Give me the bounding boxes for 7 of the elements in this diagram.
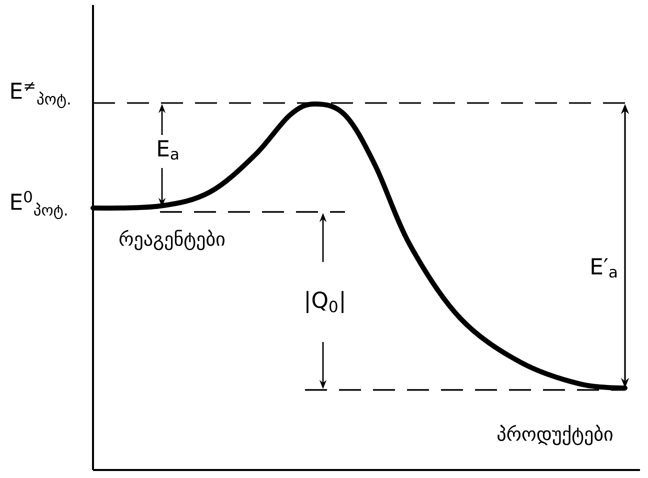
energy-label: E$^{0}$პოტ. [11,190,67,220]
energy-label: E$^{≠}$პოტ. [11,82,70,108]
energy-label: E$_{a}$ [158,140,178,160]
energy-label: |Q$_{0}$| [306,290,344,313]
axis-label: პროდუქტები [498,424,612,446]
axis-label: რეაგენტები [120,230,224,250]
energy-label: E′$_{a}$ [592,258,617,278]
